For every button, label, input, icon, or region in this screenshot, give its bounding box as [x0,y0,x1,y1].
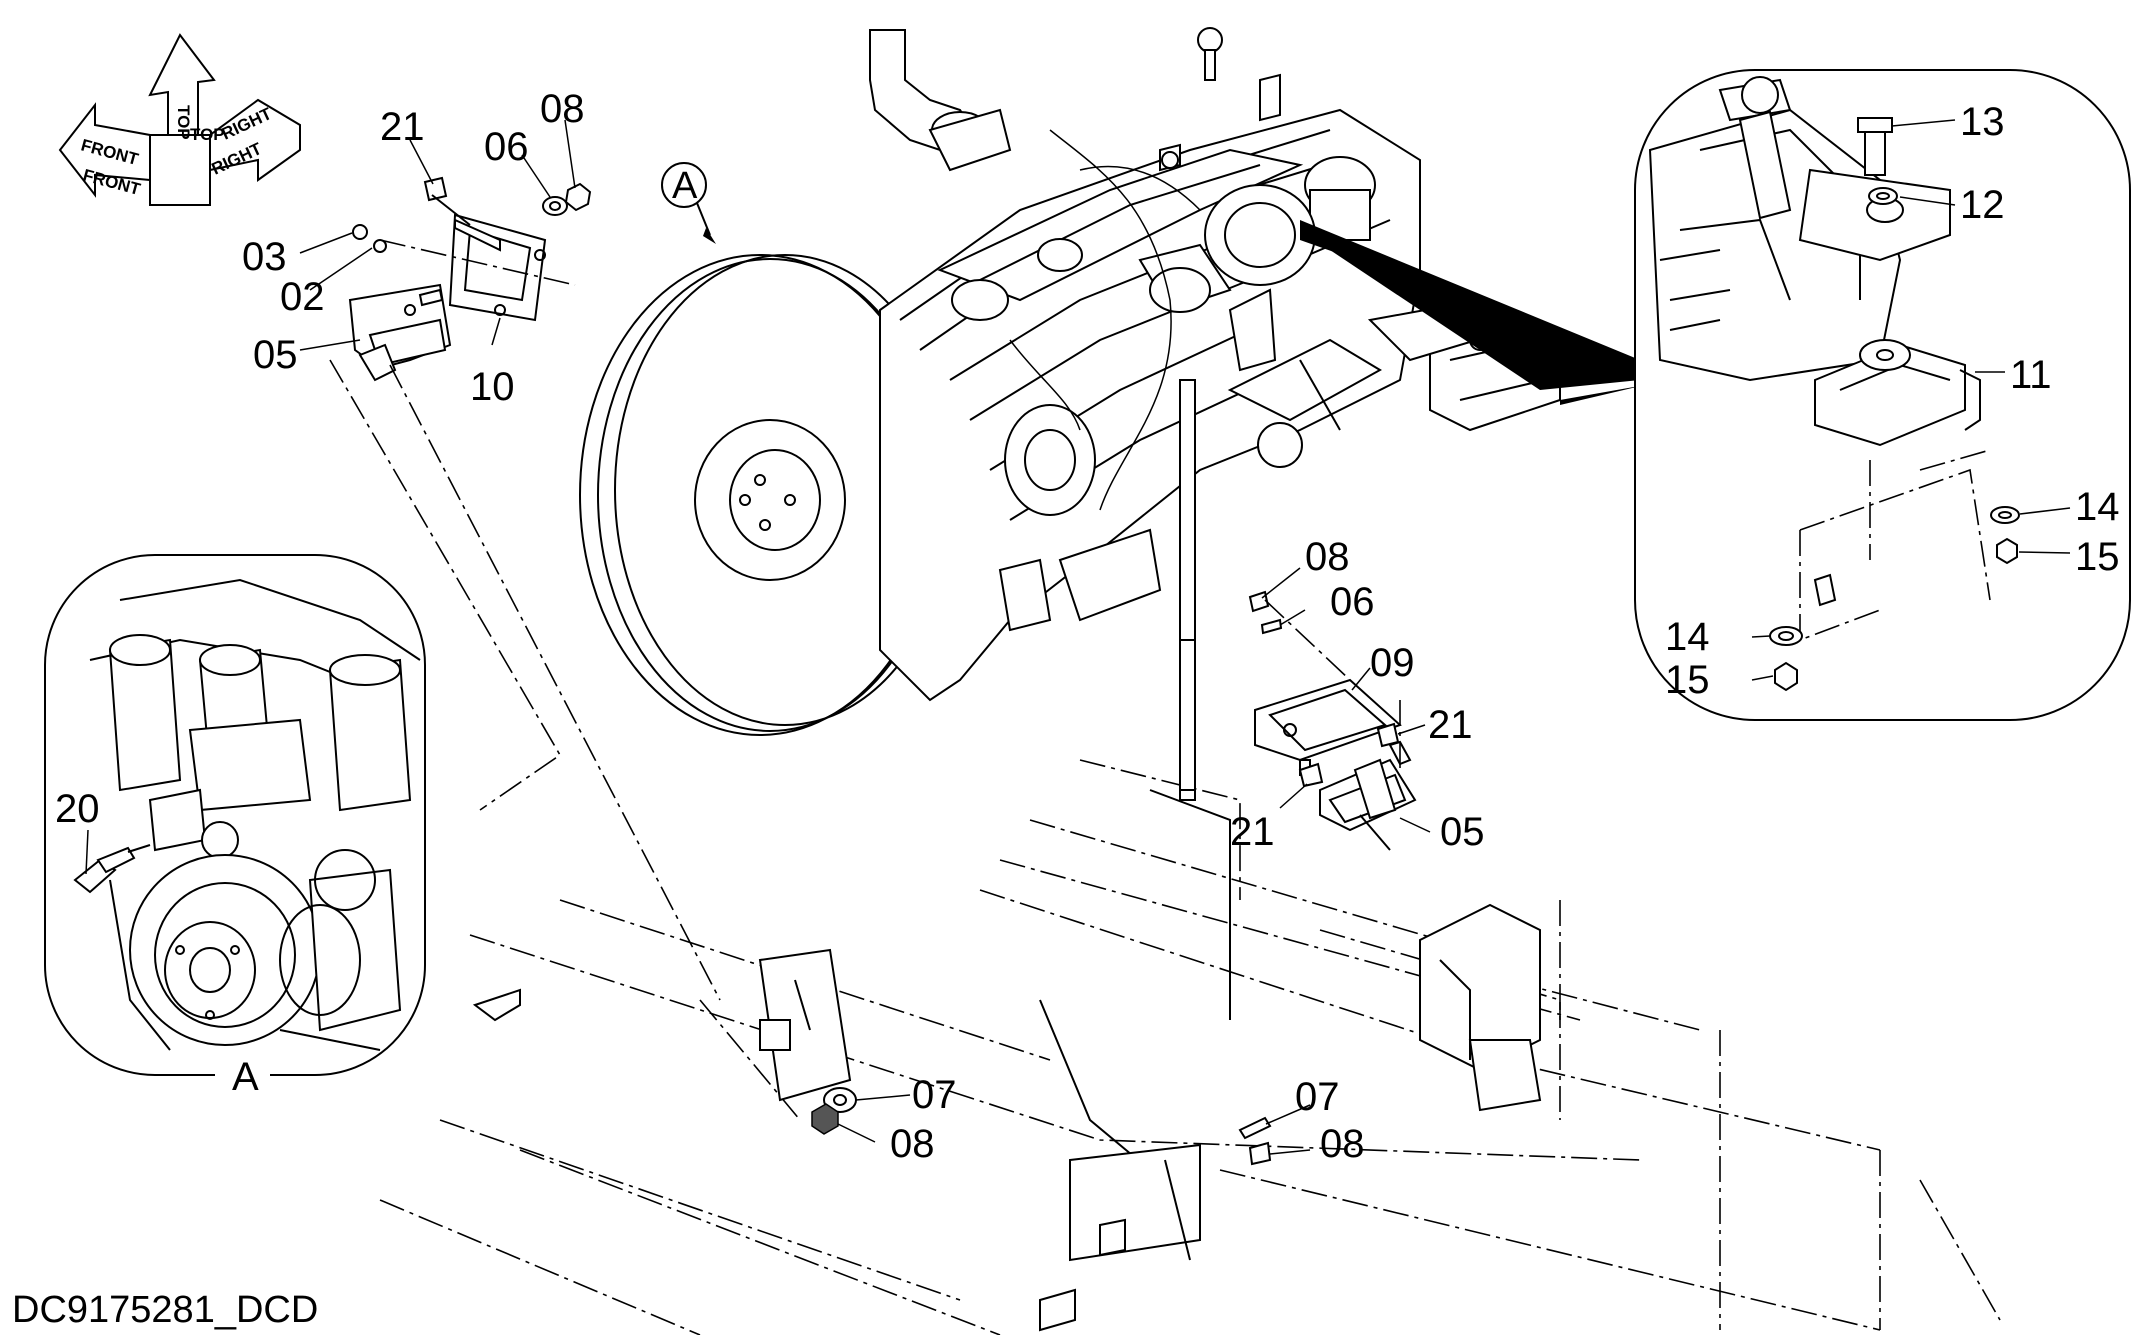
orientation-top-rotated: TOP [174,105,193,140]
part-label-11: 11 [2010,353,2052,397]
part-label-08-mid: 08 [1305,535,1350,579]
front-mount-bracket-left [329,176,721,1001]
part-label-09: 09 [1370,641,1415,685]
bolt-21-mid [1376,722,1400,748]
detail-view-rear-mount [1634,69,2131,721]
part-label-13: 13 [1960,100,2005,144]
right-frame-bracket [1419,903,1542,1112]
front-mount-bracket-right [1248,590,1417,851]
part-label-02: 02 [280,275,325,319]
nut-08-bl [811,1103,839,1135]
drawing-code: DC9175281_DCD [12,1289,318,1331]
part-label-05-left: 05 [253,333,298,377]
orientation-top-label: TOP [190,125,225,144]
part-label-07-left: 07 [912,1073,957,1117]
part-label-03: 03 [242,235,287,279]
part-label-14-right: 14 [2075,485,2120,529]
part-label-15-right: 15 [2075,535,2120,579]
part-label-15-left: 15 [1665,658,1710,702]
engine-assembly [579,27,1645,801]
frame-fasteners [811,1087,1272,1166]
part-label-14-left: 14 [1665,615,1710,659]
orientation-arrows-icon: TOP TOP FRONT FRONT RIGHT RIGHT [58,33,301,206]
washer-02 [373,239,387,253]
part-label-12: 12 [1960,183,2005,227]
starter-motor [1227,338,1382,422]
washer-12 [1868,187,1898,205]
detail-callout-a: A [661,162,716,244]
part-label-07-right: 07 [1295,1075,1340,1119]
nut-03 [352,224,368,240]
bracket-10 [448,213,547,322]
washer-14-left [1769,626,1803,646]
pin-06-mid [1260,618,1283,635]
sensor-mount [148,788,207,852]
nut-08-top [564,182,592,212]
bolt-21-low [1298,762,1324,788]
nut-08-br [1248,1141,1272,1166]
chassis-frame [379,759,2001,1335]
part-label-08-br: 08 [1320,1122,1365,1166]
rocker-cover [937,148,1304,302]
turbocharger [1204,184,1316,286]
part-label-08-bl: 08 [890,1122,935,1166]
detail-view-a [44,554,426,1090]
nut-15-left [1774,661,1798,692]
detail-a-caption: A [232,1055,259,1099]
pin-07-right [1238,1116,1272,1140]
washer-14-right [1990,506,2020,524]
part-label-21-mid: 21 [1428,703,1473,747]
nut-15-right [1996,537,2018,565]
part-label-21-low: 21 [1230,810,1275,854]
part-label-21-top: 21 [380,105,425,149]
detail-callout-letter: A [672,165,698,207]
flywheel-hub [694,419,846,581]
part-label-05-right: 05 [1440,810,1485,854]
detail-callout-circle [661,162,707,208]
leader-lines [85,119,2071,1155]
part-label-10: 10 [470,365,515,409]
part-labels: 21 08 06 03 02 05 10 13 12 11 14 15 14 1… [55,87,2120,1166]
part-label-06-mid: 06 [1330,580,1375,624]
part-label-20: 20 [55,787,100,831]
part-label-08-top: 08 [540,87,585,131]
bolt-21-top [423,176,448,202]
washer-06-top [542,196,568,216]
bracket-09 [1254,678,1402,762]
alternator [1004,404,1096,516]
part-label-06-top: 06 [484,125,529,169]
left-frame-bracket [472,948,1201,1332]
